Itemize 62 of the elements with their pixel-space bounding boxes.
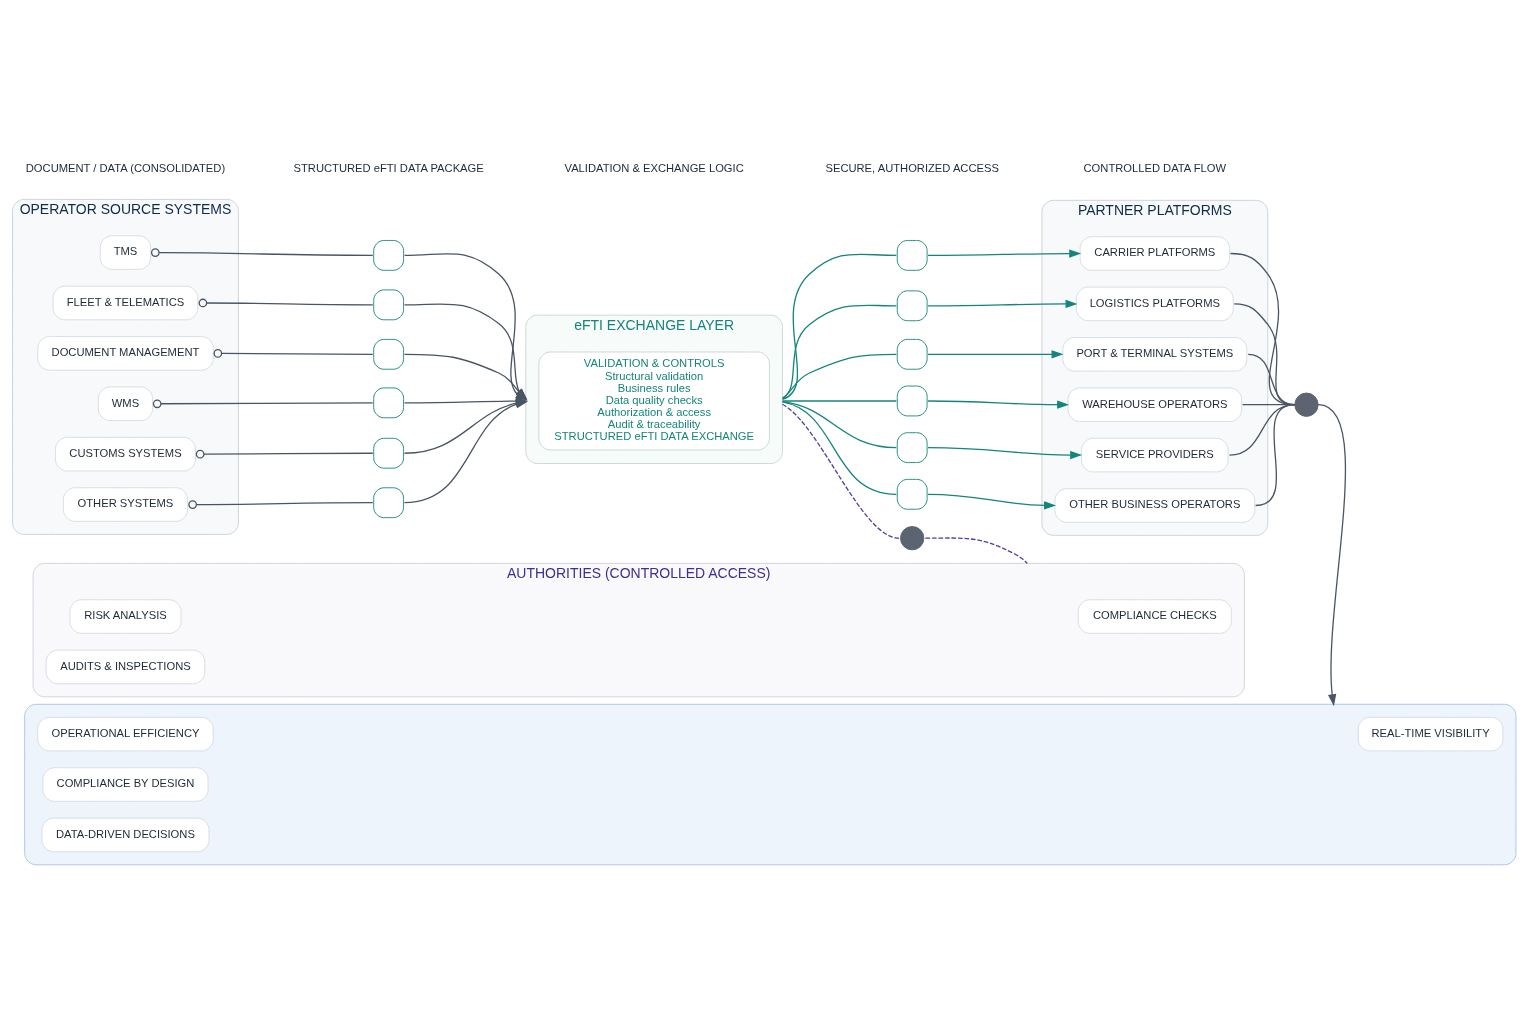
node-box [896, 431, 928, 463]
connector [1254, 403, 1296, 506]
node-box [373, 288, 405, 320]
connector [781, 353, 897, 399]
node-box: VALIDATION & CONTROLS Structural validation Business rules Data quality checks Authorization & access Audit & traceability STRUCTURED eFTI DATA EXCHANGE [538, 351, 770, 450]
arrow [927, 349, 1064, 358]
node-box: PORT & TERMINAL SYSTEMS [1062, 336, 1248, 372]
connector [195, 449, 374, 459]
node-box: AUDITS & INSPECTIONS [45, 649, 206, 684]
legend-label: CONTROLLED DATA FLOW [1083, 161, 1227, 174]
node-box: DOCUMENT MANAGEMENT [37, 335, 214, 371]
legend-label: DOCUMENT / DATA (CONSOLIDATED) [25, 161, 226, 174]
node-box: FLEET & TELEMATICS [52, 285, 199, 320]
node-box: SERVICE PROVIDERS [1081, 437, 1229, 472]
connector [152, 398, 374, 408]
arrow [927, 446, 1083, 459]
node-box [896, 385, 928, 416]
connector [198, 298, 374, 307]
node-box: CUSTOMS SYSTEMS [55, 436, 196, 471]
node-circle [900, 525, 925, 550]
node-box [373, 386, 405, 418]
node-box: WAREHOUSE OPERATORS [1067, 386, 1243, 422]
connector [188, 499, 374, 509]
legend-label: SECURE, AUTHORIZED ACCESS [825, 161, 999, 174]
node-box [896, 289, 928, 321]
node-box: OTHER SYSTEMS [62, 486, 188, 522]
node-box: COMPLIANCE BY DESIGN [42, 766, 209, 802]
arrow [927, 399, 1070, 409]
legend-label: STRUCTURED eFTI DATA PACKAGE [293, 161, 484, 174]
node-box: TMS [99, 234, 152, 270]
legend-label: VALIDATION & EXCHANGE LOGIC [564, 161, 744, 174]
connector [781, 399, 897, 402]
node-box: LOGISTICS PLATFORMS [1075, 286, 1234, 321]
arrow [1317, 403, 1346, 706]
node-box [373, 486, 405, 518]
node-box: DATA-DRIVEN DECISIONS [41, 817, 210, 852]
node-box: RISK ANALYSIS [69, 598, 182, 634]
connector [781, 400, 897, 448]
arrow [927, 493, 1057, 510]
node-box: OPERATIONAL EFFICIENCY [37, 716, 214, 751]
connector [781, 304, 897, 399]
node-box: REAL-TIME VISIBILITY [1357, 716, 1504, 751]
arrow [927, 248, 1082, 258]
connector [781, 253, 897, 400]
node-box: COMPLIANCE CHECKS [1077, 598, 1232, 634]
node-circle [1294, 392, 1319, 417]
connector [781, 403, 900, 539]
node-box: CARRIER PLATFORMS [1079, 235, 1230, 271]
node-box [373, 338, 405, 370]
connector [924, 536, 1029, 564]
node-box [896, 478, 928, 510]
node-box: WMS [97, 386, 153, 421]
node-box [896, 338, 928, 370]
node-box [896, 239, 928, 271]
connector [213, 348, 374, 358]
arrow [927, 299, 1078, 308]
connector [150, 247, 374, 257]
node-box [373, 239, 405, 271]
node-box: OTHER BUSINESS OPERATORS [1054, 487, 1256, 523]
node-box [373, 437, 405, 469]
cluster [24, 703, 1517, 865]
connector [781, 400, 897, 495]
